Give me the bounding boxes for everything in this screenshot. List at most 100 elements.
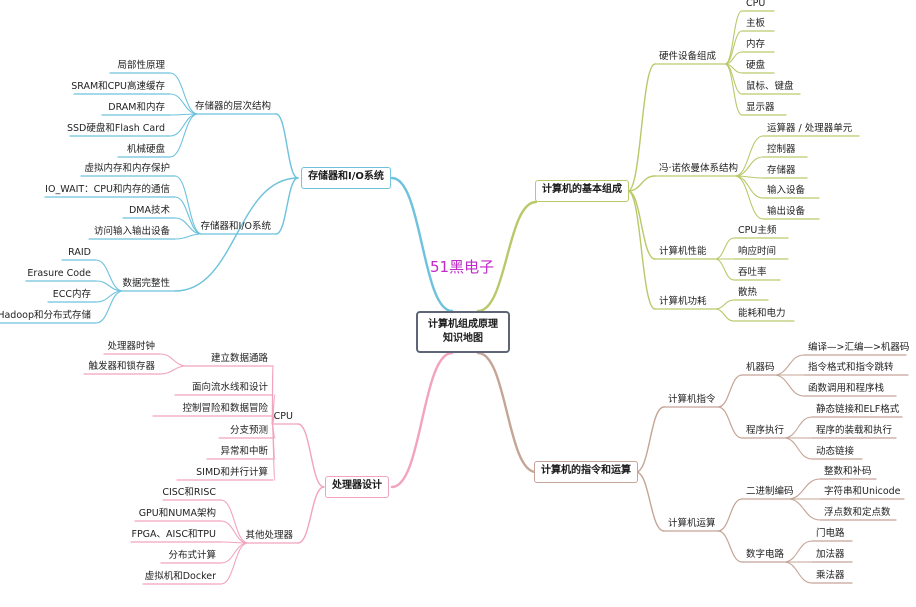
node-branches-basic-vonneumann-items-0[interactable]: 运算器 / 处理器单元 <box>767 123 853 134</box>
node-branches-io-integrity-items-0[interactable]: RAID <box>68 247 91 258</box>
node-branches-instr-arithmetic-circuit-items-1[interactable]: 加法器 <box>816 549 845 560</box>
node-branches-basic-hardware-items-2[interactable]: 内存 <box>746 39 766 50</box>
node-branches-instr-instructions-machine_code-label[interactable]: 机器码 <box>746 362 775 373</box>
node-branches-instr-arithmetic-binary-items-0[interactable]: 整数和补码 <box>824 466 872 477</box>
node-branches-basic-performance-items-2[interactable]: 吞吐率 <box>738 267 767 278</box>
node-branches-basic-hardware-items-4[interactable]: 鼠标、键盘 <box>746 81 794 92</box>
connector <box>220 542 249 585</box>
node-branches-instr-arithmetic-binary-items-2[interactable]: 浮点数和定点数 <box>824 507 891 518</box>
node-branches-instr-arithmetic-circuit-items-0[interactable]: 门电路 <box>816 528 845 539</box>
node-branches-io-hierarchy-items-3[interactable]: SSD硬盘和Flash Card <box>66 123 165 134</box>
connector <box>95 259 124 292</box>
node-branches-io-hierarchy-items-1[interactable]: SRAM和CPU高速缓存 <box>71 81 165 92</box>
node-branches-instr-instructions-machine_code-items-0[interactable]: 编译—>汇编—>机器码 <box>808 342 910 353</box>
connector <box>390 351 454 489</box>
node-branches-cpu-cpu-label[interactable]: CPU <box>273 411 293 422</box>
node-branches-cpu-cpu-items-1[interactable]: 控制冒险和数据冒险 <box>182 403 268 414</box>
node-branches-cpu-other-label[interactable]: 其他处理器 <box>245 530 293 541</box>
node-branches-cpu-cpu-items-2[interactable]: 分支预测 <box>229 425 268 436</box>
node-branches-basic-performance-items-0[interactable]: CPU主频 <box>738 225 777 236</box>
node-branches-io-iosys-items-3[interactable]: 访问输入输出设备 <box>93 226 170 237</box>
node-branches-instr-instructions-execution-items-0[interactable]: 静态链接和ELF格式 <box>816 404 900 415</box>
connector <box>714 258 735 281</box>
node-branches-basic-vonneumann-items-2[interactable]: 存储器 <box>767 165 796 176</box>
node-branches-cpu-cpu-datapath-items-1[interactable]: 触发器和锁存器 <box>88 361 155 372</box>
node-branches-basic-hardware-items-0[interactable]: CPU <box>746 0 766 9</box>
node-branches-basic-hardware-label[interactable]: 硬件设备组成 <box>659 51 717 62</box>
connector <box>724 30 743 65</box>
node-branches-instr-arithmetic-binary-items-1[interactable]: 字符串和Unicode <box>824 486 901 497</box>
connector <box>714 299 735 310</box>
connector <box>169 93 199 115</box>
connector <box>714 237 735 260</box>
connector <box>717 374 743 408</box>
branch-node-branches-basic-label[interactable]: 计算机的基本组成 <box>535 180 629 202</box>
branch-node-branches-io-label[interactable]: 存储器和I/O系统 <box>301 167 391 189</box>
node-branches-io-hierarchy-items-0[interactable]: 局部性原理 <box>117 60 165 71</box>
node-branches-cpu-other-items-1[interactable]: GPU和NUMA架构 <box>138 508 216 519</box>
node-branches-basic-hardware-items-5[interactable]: 显示器 <box>746 102 775 113</box>
node-branches-io-integrity-items-3[interactable]: Hadoop和分布式存储 <box>0 310 91 321</box>
node-branches-basic-performance-items-1[interactable]: 响应时间 <box>738 246 777 257</box>
node-branches-io-hierarchy-items-4[interactable]: 机械硬盘 <box>126 144 165 155</box>
node-branches-instr-arithmetic-binary-label[interactable]: 二进制编码 <box>746 486 794 497</box>
node-branches-cpu-other-items-3[interactable]: 分布式计算 <box>168 550 216 561</box>
node-branches-cpu-cpu-datapath-label[interactable]: 建立数据通路 <box>210 353 268 364</box>
node-branches-basic-vonneumann-items-4[interactable]: 输出设备 <box>767 206 806 217</box>
node-branches-io-integrity-items-1[interactable]: Erasure Code <box>27 268 91 279</box>
connector <box>174 177 299 292</box>
connector <box>717 406 743 439</box>
node-branches-instr-instructions-execution-label[interactable]: 程序执行 <box>746 425 785 436</box>
node-branches-instr-instructions-machine_code-items-2[interactable]: 函数调用和程序栈 <box>808 383 885 394</box>
connector <box>476 200 538 313</box>
node-branches-cpu-other-items-4[interactable]: 虚拟机和Docker <box>144 571 216 582</box>
connector <box>724 10 743 65</box>
node-branches-cpu-cpu-datapath-items-0[interactable]: 处理器时钟 <box>107 341 155 352</box>
connector <box>220 542 249 564</box>
node-branches-io-hierarchy-items-2[interactable]: DRAM和内存 <box>108 102 165 113</box>
node-branches-io-iosys-label[interactable]: 存储器和I/O系统 <box>200 221 271 232</box>
node-branches-basic-vonneumann-items-3[interactable]: 输入设备 <box>767 185 806 196</box>
connector <box>773 354 805 376</box>
node-branches-basic-vonneumann-items-1[interactable]: 控制器 <box>767 144 796 155</box>
node-branches-basic-vonneumann-label[interactable]: 冯·诺依曼体系结构 <box>659 163 739 174</box>
node-branches-io-integrity-label[interactable]: 数据完整性 <box>122 278 170 289</box>
node-branches-io-iosys-items-1[interactable]: IO_WAIT：CPU和内存的通信 <box>45 184 170 195</box>
node-branches-cpu-other-items-2[interactable]: FPGA、AISC和TPU <box>131 529 216 540</box>
connector <box>724 51 743 65</box>
node-branches-io-integrity-items-2[interactable]: ECC内存 <box>52 289 91 300</box>
node-branches-basic-hardware-items-1[interactable]: 主板 <box>746 18 766 29</box>
node-branches-cpu-cpu-items-4[interactable]: SIMD和并行计算 <box>196 467 268 478</box>
node-branches-cpu-cpu-items-3[interactable]: 异常和中断 <box>220 446 268 457</box>
node-branches-basic-performance-label[interactable]: 计算机性能 <box>659 246 707 257</box>
branch-node-branches-instr-label[interactable]: 计算机的指令和运算 <box>534 461 638 483</box>
node-branches-cpu-cpu-items-0[interactable]: 面向流水线和设计 <box>191 382 268 393</box>
node-branches-cpu-other-items-0[interactable]: CISC和RISC <box>162 487 216 498</box>
connector <box>717 498 743 532</box>
node-branches-basic-hardware-items-3[interactable]: 硬盘 <box>746 60 766 71</box>
node-branches-basic-power-label[interactable]: 计算机功耗 <box>659 296 707 307</box>
node-branches-instr-instructions-execution-items-1[interactable]: 程序的装载和执行 <box>816 425 893 436</box>
connector <box>783 561 813 584</box>
node-branches-instr-instructions-machine_code-items-1[interactable]: 指令格式和指令跳转 <box>808 362 894 373</box>
node-branches-basic-power-items-0[interactable]: 散热 <box>738 287 758 298</box>
watermark: 51黑电子 <box>430 258 495 276</box>
node-branches-io-hierarchy-label[interactable]: 存储器的层次结构 <box>194 101 271 112</box>
connector <box>169 113 199 137</box>
node-branches-instr-instructions-label[interactable]: 计算机指令 <box>668 394 716 405</box>
connector <box>783 540 813 563</box>
node-branches-io-iosys-items-2[interactable]: DMA技术 <box>128 205 170 216</box>
root-node[interactable]: 计算机组成原理 知识地图 <box>416 311 510 353</box>
connector <box>787 498 821 521</box>
node-branches-instr-arithmetic-circuit-items-2[interactable]: 乘法器 <box>816 570 845 581</box>
node-branches-instr-instructions-execution-items-2[interactable]: 动态链接 <box>816 446 855 457</box>
node-branches-basic-power-items-1[interactable]: 能耗和电力 <box>738 308 786 319</box>
branch-node-branches-cpu-label[interactable]: 处理器设计 <box>325 476 389 498</box>
connector <box>169 72 199 115</box>
connector <box>275 177 299 235</box>
node-branches-io-iosys-items-0[interactable]: 虚拟内存和内存保护 <box>84 163 170 174</box>
node-branches-instr-arithmetic-label[interactable]: 计算机运算 <box>668 518 716 529</box>
connector <box>783 416 813 439</box>
node-branches-instr-arithmetic-circuit-label[interactable]: 数字电路 <box>746 549 785 560</box>
